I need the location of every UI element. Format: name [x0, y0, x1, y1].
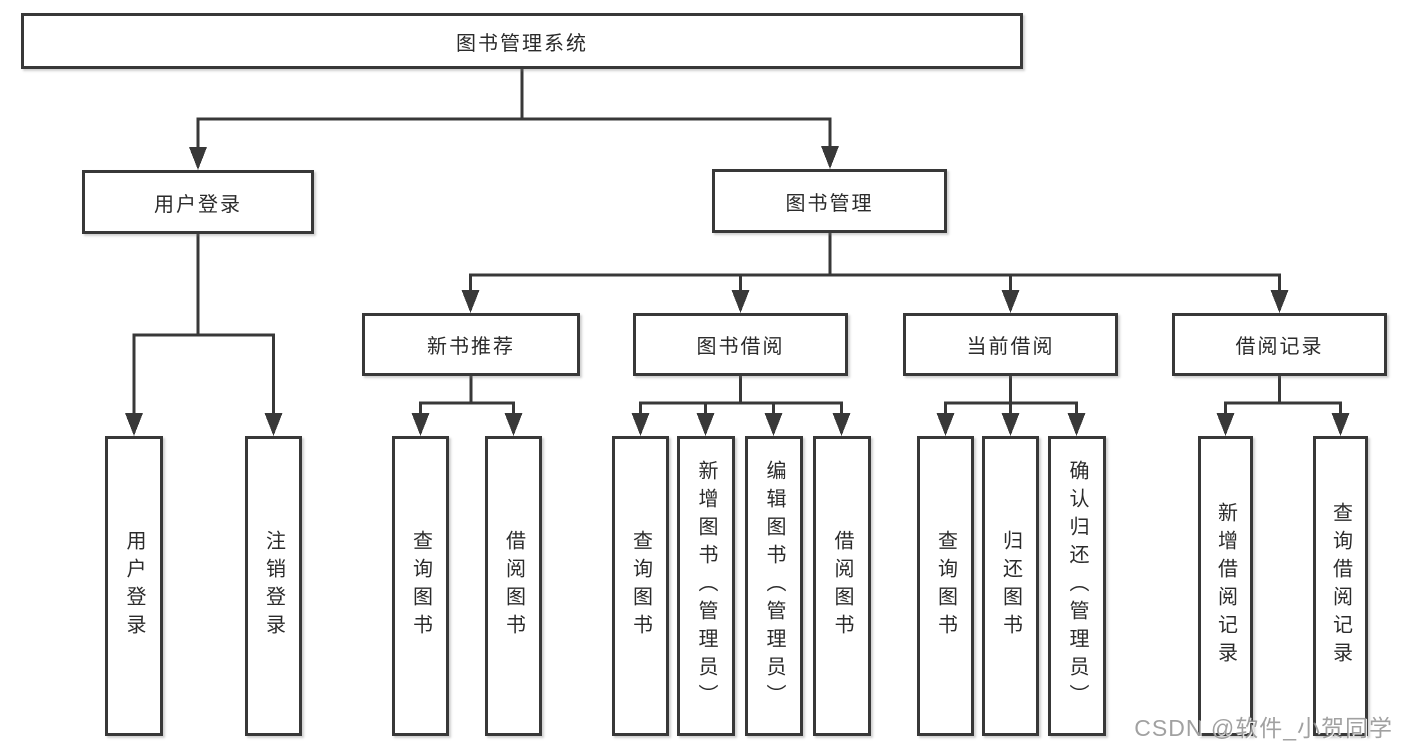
arrowhead-cb-query	[936, 413, 955, 436]
node-book-borrow: 图书借阅	[633, 313, 848, 376]
arrowhead-cb-confirm	[1067, 413, 1086, 436]
node-borrow-records: 借阅记录	[1172, 313, 1387, 376]
leaf-user-login-label: 用户登录	[123, 530, 145, 642]
leaf-borrow-edit-books-admin-label: 编辑图书（管理员）	[763, 460, 785, 712]
leaf-borrow-add-books-admin-label: 新增图书（管理员）	[695, 460, 717, 712]
arrowhead-rec-borrow	[504, 413, 523, 436]
node-book-management-label: 图书管理	[785, 192, 874, 215]
arrowhead-borrow-records	[1270, 290, 1289, 313]
leaf-records-query-record-label: 查询借阅记录	[1329, 502, 1352, 670]
leaf-logout-login: 注销登录	[245, 436, 302, 736]
leaf-borrow-borrow-books: 借阅图书	[813, 436, 871, 736]
arrowhead-leaf-logout	[264, 413, 283, 436]
leaf-current-confirm-return-admin: 确认归还（管理员）	[1048, 436, 1106, 736]
arrowhead-leaf-user-login	[125, 413, 143, 436]
arrowhead-book-management	[821, 146, 839, 169]
leaf-current-confirm-return-admin-label: 确认归还（管理员）	[1066, 460, 1088, 712]
leaf-records-add-record: 新增借阅记录	[1198, 436, 1253, 736]
leaf-borrow-add-books-admin: 新增图书（管理员）	[677, 436, 735, 736]
node-new-book-recommend-label: 新书推荐	[427, 336, 515, 358]
node-book-management: 图书管理	[712, 169, 947, 233]
arrowhead-current-borrow	[1001, 290, 1020, 313]
leaf-borrow-query-books: 查询图书	[612, 436, 669, 736]
leaf-recommend-query-books-label: 查询图书	[409, 530, 432, 642]
arrowhead-user-login	[189, 147, 207, 170]
node-current-borrow-label: 当前借阅	[966, 336, 1055, 358]
leaf-recommend-borrow-books-label: 借阅图书	[502, 530, 525, 642]
node-user-login: 用户登录	[82, 170, 314, 234]
leaf-current-return-books-label: 归还图书	[999, 530, 1022, 642]
arrowhead-book-borrow	[731, 290, 750, 313]
arrowhead-bb-borrow	[832, 413, 851, 436]
leaf-logout-login-label: 注销登录	[262, 530, 285, 642]
arrowhead-bb-add	[696, 413, 715, 436]
leaf-borrow-borrow-books-label: 借阅图书	[831, 530, 853, 642]
arrowhead-cb-return	[1001, 413, 1020, 436]
arrowhead-br-query	[1331, 413, 1350, 436]
arrowhead-bb-edit	[764, 413, 783, 436]
node-book-borrow-label: 图书借阅	[696, 336, 785, 358]
node-borrow-records-label: 借阅记录	[1235, 336, 1324, 358]
leaf-records-query-record: 查询借阅记录	[1313, 436, 1368, 736]
leaf-recommend-borrow-books: 借阅图书	[485, 436, 542, 736]
arrowhead-new-book	[461, 290, 480, 313]
node-new-book-recommend: 新书推荐	[362, 313, 580, 376]
node-root-system: 图书管理系统	[21, 13, 1023, 69]
node-user-login-label: 用户登录	[154, 193, 242, 216]
csdn-watermark: CSDN @软件_小贺同学	[1134, 715, 1393, 741]
leaf-user-login: 用户登录	[105, 436, 163, 736]
leaf-borrow-edit-books-admin: 编辑图书（管理员）	[745, 436, 803, 736]
leaf-current-query-books-label: 查询图书	[934, 530, 957, 642]
leaf-borrow-query-books-label: 查询图书	[629, 530, 652, 642]
leaf-recommend-query-books: 查询图书	[392, 436, 449, 736]
leaf-current-return-books: 归还图书	[982, 436, 1039, 736]
node-current-borrow: 当前借阅	[903, 313, 1118, 376]
arrowhead-bb-query	[631, 413, 650, 436]
node-root-label: 图书管理系统	[456, 32, 588, 55]
leaf-records-add-record-label: 新增借阅记录	[1214, 502, 1237, 670]
leaf-current-query-books: 查询图书	[917, 436, 974, 736]
arrowhead-rec-query	[411, 413, 430, 436]
arrowhead-br-add	[1216, 413, 1235, 436]
